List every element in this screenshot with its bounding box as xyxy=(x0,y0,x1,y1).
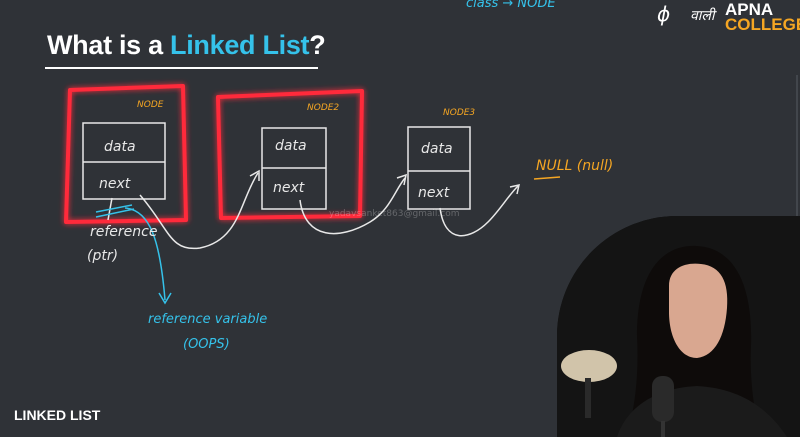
footer-label: LINKED LIST xyxy=(14,407,101,423)
node3-next: next xyxy=(418,185,450,201)
node-box-3 xyxy=(407,126,471,210)
node1-next: next xyxy=(99,176,131,192)
node2-data: data xyxy=(275,138,307,154)
reference-label: reference xyxy=(90,224,158,240)
phi-symbol: ϕ xyxy=(657,2,671,26)
arrow-node1-to-node2 xyxy=(139,172,259,250)
red-highlight-node2 xyxy=(216,89,364,220)
reference-variable-label: reference variable xyxy=(148,312,268,327)
arrow-node3-to-null xyxy=(439,185,519,237)
red-highlight-node1 xyxy=(64,84,188,224)
arrowhead-null xyxy=(509,184,520,195)
reference-variable-arrow xyxy=(124,207,166,301)
presenter-video xyxy=(557,216,800,437)
reference-variable-arrowhead xyxy=(158,292,172,305)
hindi-note: वाली xyxy=(690,8,715,24)
title-prefix: What is a xyxy=(47,30,171,60)
node1-label: NODE xyxy=(137,100,164,110)
null-label: NULL (null) xyxy=(536,158,614,174)
node-box-1 xyxy=(82,122,166,200)
arrow-node2-to-node3 xyxy=(299,177,406,235)
title-suffix: ? xyxy=(309,30,326,60)
node1-data: data xyxy=(104,139,136,155)
page-title: What is a Linked List? xyxy=(47,30,326,61)
watermark: yadavsanket863@gmail.com xyxy=(329,209,460,219)
node2-label: NODE2 xyxy=(307,103,340,113)
node-box-2 xyxy=(261,127,327,210)
ptr-label: (ptr) xyxy=(87,248,119,264)
reference-scribble xyxy=(95,204,135,218)
node2-next: next xyxy=(273,180,305,196)
node3-label: NODE3 xyxy=(443,108,476,118)
brand-line1: APNA xyxy=(725,0,774,19)
null-underline xyxy=(533,176,561,180)
class-node-note: class → NODE xyxy=(466,0,556,11)
title-underline xyxy=(45,67,318,69)
brand-line2: COLLEGE xyxy=(725,15,800,34)
arrowhead-node3 xyxy=(396,173,407,186)
title-highlight: Linked List xyxy=(170,30,310,60)
presenter-illustration xyxy=(557,216,800,437)
node3-data: data xyxy=(421,141,453,157)
arrowhead-node2 xyxy=(249,169,260,181)
oops-label: (OOPS) xyxy=(183,337,230,352)
apna-college-logo: APNA COLLEGE xyxy=(725,0,800,34)
